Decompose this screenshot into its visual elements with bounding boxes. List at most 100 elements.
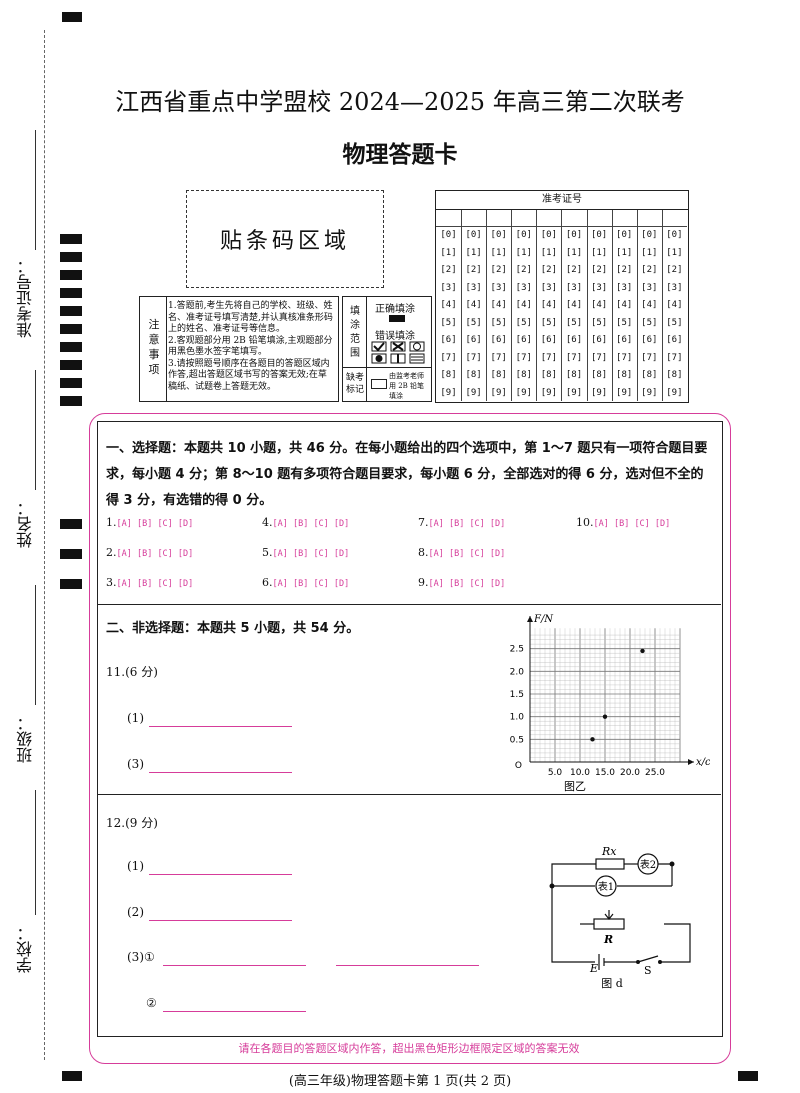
ticket-digit-bubble[interactable]: [1]: [440, 247, 457, 258]
choice-bubbles[interactable]: [A] [B] [C] [D]: [593, 519, 671, 529]
q11-answer1[interactable]: [149, 726, 292, 727]
choice-bubbles[interactable]: [A] [B] [C] [D]: [428, 519, 506, 529]
ticket-digit-bubble[interactable]: [6]: [465, 335, 482, 345]
absent-box[interactable]: [371, 379, 387, 389]
ticket-digit-bubble[interactable]: [9]: [490, 387, 507, 398]
ticket-digit-bubble[interactable]: [2]: [565, 265, 583, 275]
ticket-digit-box[interactable]: [636, 210, 662, 227]
ticket-digit-bubble[interactable]: [5]: [616, 317, 633, 328]
ticket-digit-box[interactable]: [511, 210, 537, 227]
ticket-digit-bubble[interactable]: [0]: [565, 230, 583, 240]
ticket-digit-bubble[interactable]: [7]: [616, 352, 633, 363]
ticket-digit-bubble[interactable]: [7]: [440, 352, 457, 363]
ticket-digit-bubble[interactable]: [3]: [641, 282, 658, 293]
ticket-digit-bubble[interactable]: [5]: [490, 317, 507, 328]
choice-bubbles[interactable]: [A] [B] [C] [D]: [116, 579, 194, 589]
ticket-digit-bubble[interactable]: [1]: [565, 247, 583, 258]
q12-answer3c[interactable]: [163, 1011, 306, 1012]
ticket-digit-bubble[interactable]: [9]: [590, 387, 608, 398]
ticket-digit-bubble[interactable]: [1]: [515, 247, 532, 258]
ticket-digit-bubble[interactable]: [4]: [515, 300, 532, 310]
ticket-digit-bubble[interactable]: [8]: [465, 370, 482, 380]
ticket-digit-bubble[interactable]: [7]: [641, 352, 658, 363]
ticket-digit-bubble[interactable]: [6]: [515, 335, 532, 345]
q11-answer3[interactable]: [149, 772, 292, 773]
ticket-digit-bubble[interactable]: [1]: [465, 247, 482, 258]
ticket-digit-box[interactable]: [536, 210, 562, 227]
choice-bubbles[interactable]: [A] [B] [C] [D]: [116, 519, 194, 529]
ticket-digit-bubble[interactable]: [2]: [465, 265, 482, 275]
ticket-digit-bubble[interactable]: [9]: [616, 387, 633, 398]
ticket-digit-bubble[interactable]: [4]: [666, 300, 683, 310]
ticket-digit-bubble[interactable]: [0]: [465, 230, 482, 240]
ticket-digit-bubble[interactable]: [6]: [565, 335, 583, 345]
ticket-digit-bubble[interactable]: [6]: [616, 335, 633, 345]
ticket-digit-bubble[interactable]: [4]: [565, 300, 583, 310]
ticket-digit-bubble[interactable]: [6]: [666, 335, 683, 345]
ticket-digit-bubble[interactable]: [9]: [565, 387, 583, 398]
ticket-digit-bubble[interactable]: [4]: [490, 300, 507, 310]
choice-bubbles[interactable]: [A] [B] [C] [D]: [272, 579, 350, 589]
ticket-digit-box[interactable]: [661, 210, 687, 227]
q12-answer2[interactable]: [149, 920, 292, 921]
ticket-digit-bubble[interactable]: [8]: [540, 370, 558, 380]
ticket-digit-bubble[interactable]: [1]: [540, 247, 558, 258]
ticket-digit-bubble[interactable]: [8]: [440, 370, 457, 380]
ticket-digit-bubble[interactable]: [7]: [666, 352, 683, 363]
ticket-digit-bubble[interactable]: [8]: [616, 370, 633, 380]
ticket-digit-bubble[interactable]: [6]: [490, 335, 507, 345]
ticket-digit-bubble[interactable]: [3]: [565, 282, 583, 293]
ticket-digit-box[interactable]: [561, 210, 587, 227]
ticket-digit-bubble[interactable]: [5]: [515, 317, 532, 328]
ticket-digit-bubble[interactable]: [8]: [490, 370, 507, 380]
ticket-digit-bubble[interactable]: [5]: [440, 317, 457, 328]
ticket-digit-bubble[interactable]: [0]: [641, 230, 658, 240]
ticket-digit-bubble[interactable]: [6]: [641, 335, 658, 345]
ticket-digit-bubble[interactable]: [3]: [590, 282, 608, 293]
ticket-digit-bubble[interactable]: [9]: [515, 387, 532, 398]
ticket-digit-box[interactable]: [611, 210, 637, 227]
ticket-digit-bubble[interactable]: [4]: [641, 300, 658, 310]
ticket-digit-bubble[interactable]: [4]: [590, 300, 608, 310]
ticket-digit-bubble[interactable]: [0]: [616, 230, 633, 240]
ticket-digit-bubble[interactable]: [3]: [490, 282, 507, 293]
ticket-digit-box[interactable]: [436, 210, 461, 227]
ticket-digit-box[interactable]: [586, 210, 612, 227]
ticket-digit-bubble[interactable]: [9]: [465, 387, 482, 398]
ticket-digit-bubble[interactable]: [1]: [666, 247, 683, 258]
choice-bubbles[interactable]: [A] [B] [C] [D]: [272, 519, 350, 529]
ticket-digit-bubble[interactable]: [0]: [666, 230, 683, 240]
ticket-digit-bubble[interactable]: [4]: [616, 300, 633, 310]
ticket-digit-bubble[interactable]: [2]: [666, 265, 683, 275]
ticket-digit-bubble[interactable]: [2]: [616, 265, 633, 275]
ticket-digit-bubble[interactable]: [3]: [666, 282, 683, 293]
ticket-digit-bubble[interactable]: [0]: [440, 230, 457, 240]
ticket-digit-bubble[interactable]: [2]: [641, 265, 658, 275]
ticket-digit-bubble[interactable]: [5]: [590, 317, 608, 328]
ticket-digit-bubble[interactable]: [2]: [540, 265, 558, 275]
ticket-digit-bubble[interactable]: [0]: [540, 230, 558, 240]
ticket-digit-bubble[interactable]: [3]: [616, 282, 633, 293]
ticket-digit-bubble[interactable]: [9]: [440, 387, 457, 398]
ticket-digit-box[interactable]: [486, 210, 512, 227]
choice-bubbles[interactable]: [A] [B] [C] [D]: [272, 549, 350, 559]
ticket-digit-bubble[interactable]: [2]: [440, 265, 457, 275]
ticket-digit-bubble[interactable]: [6]: [440, 335, 457, 345]
ticket-digit-bubble[interactable]: [1]: [590, 247, 608, 258]
ticket-digit-bubble[interactable]: [0]: [515, 230, 532, 240]
ticket-digit-bubble[interactable]: [9]: [641, 387, 658, 398]
ticket-digit-bubble[interactable]: [3]: [540, 282, 558, 293]
ticket-digit-bubble[interactable]: [4]: [465, 300, 482, 310]
ticket-digit-bubble[interactable]: [4]: [440, 300, 457, 310]
ticket-digit-bubble[interactable]: [3]: [440, 282, 457, 293]
ticket-digit-bubble[interactable]: [9]: [666, 387, 683, 398]
ticket-digit-bubble[interactable]: [1]: [490, 247, 507, 258]
ticket-digit-bubble[interactable]: [7]: [590, 352, 608, 363]
ticket-digit-bubble[interactable]: [7]: [465, 352, 482, 363]
ticket-digit-bubble[interactable]: [5]: [465, 317, 482, 328]
ticket-digit-bubble[interactable]: [7]: [540, 352, 558, 363]
ticket-digit-box[interactable]: [461, 210, 487, 227]
ticket-digit-bubble[interactable]: [0]: [490, 230, 507, 240]
ticket-digit-bubble[interactable]: [8]: [590, 370, 608, 380]
ticket-digit-bubble[interactable]: [1]: [616, 247, 633, 258]
